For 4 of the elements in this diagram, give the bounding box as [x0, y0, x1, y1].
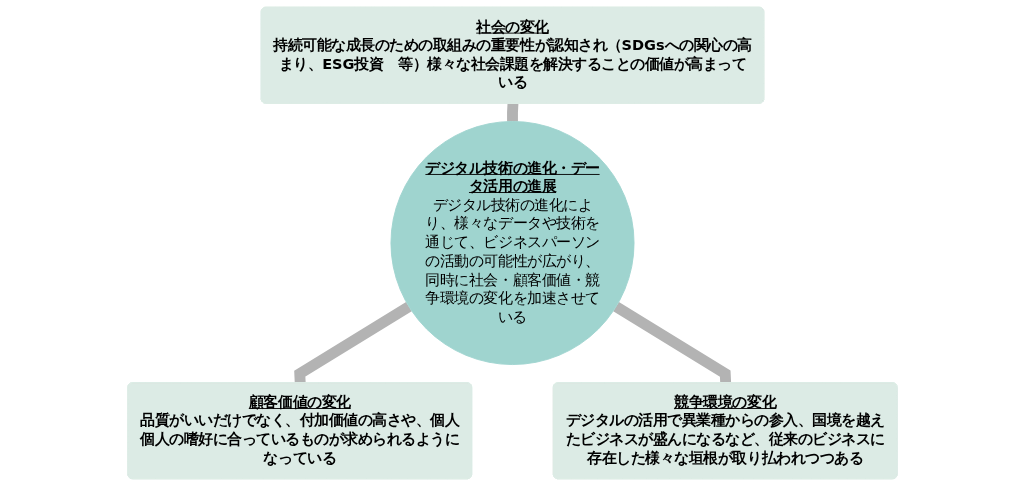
connector	[507, 103, 519, 122]
connector	[294, 301, 412, 384]
node-circle: デジタル技術の進化・データ活用の進展 デジタル技術の進化により、様々なデータや技術を通じて、ビジネスパーソンの活動の可能性が広がり、同時に社会・顧客価値・競争環境の変化を加速させている	[390, 121, 635, 365]
connector	[613, 301, 732, 384]
